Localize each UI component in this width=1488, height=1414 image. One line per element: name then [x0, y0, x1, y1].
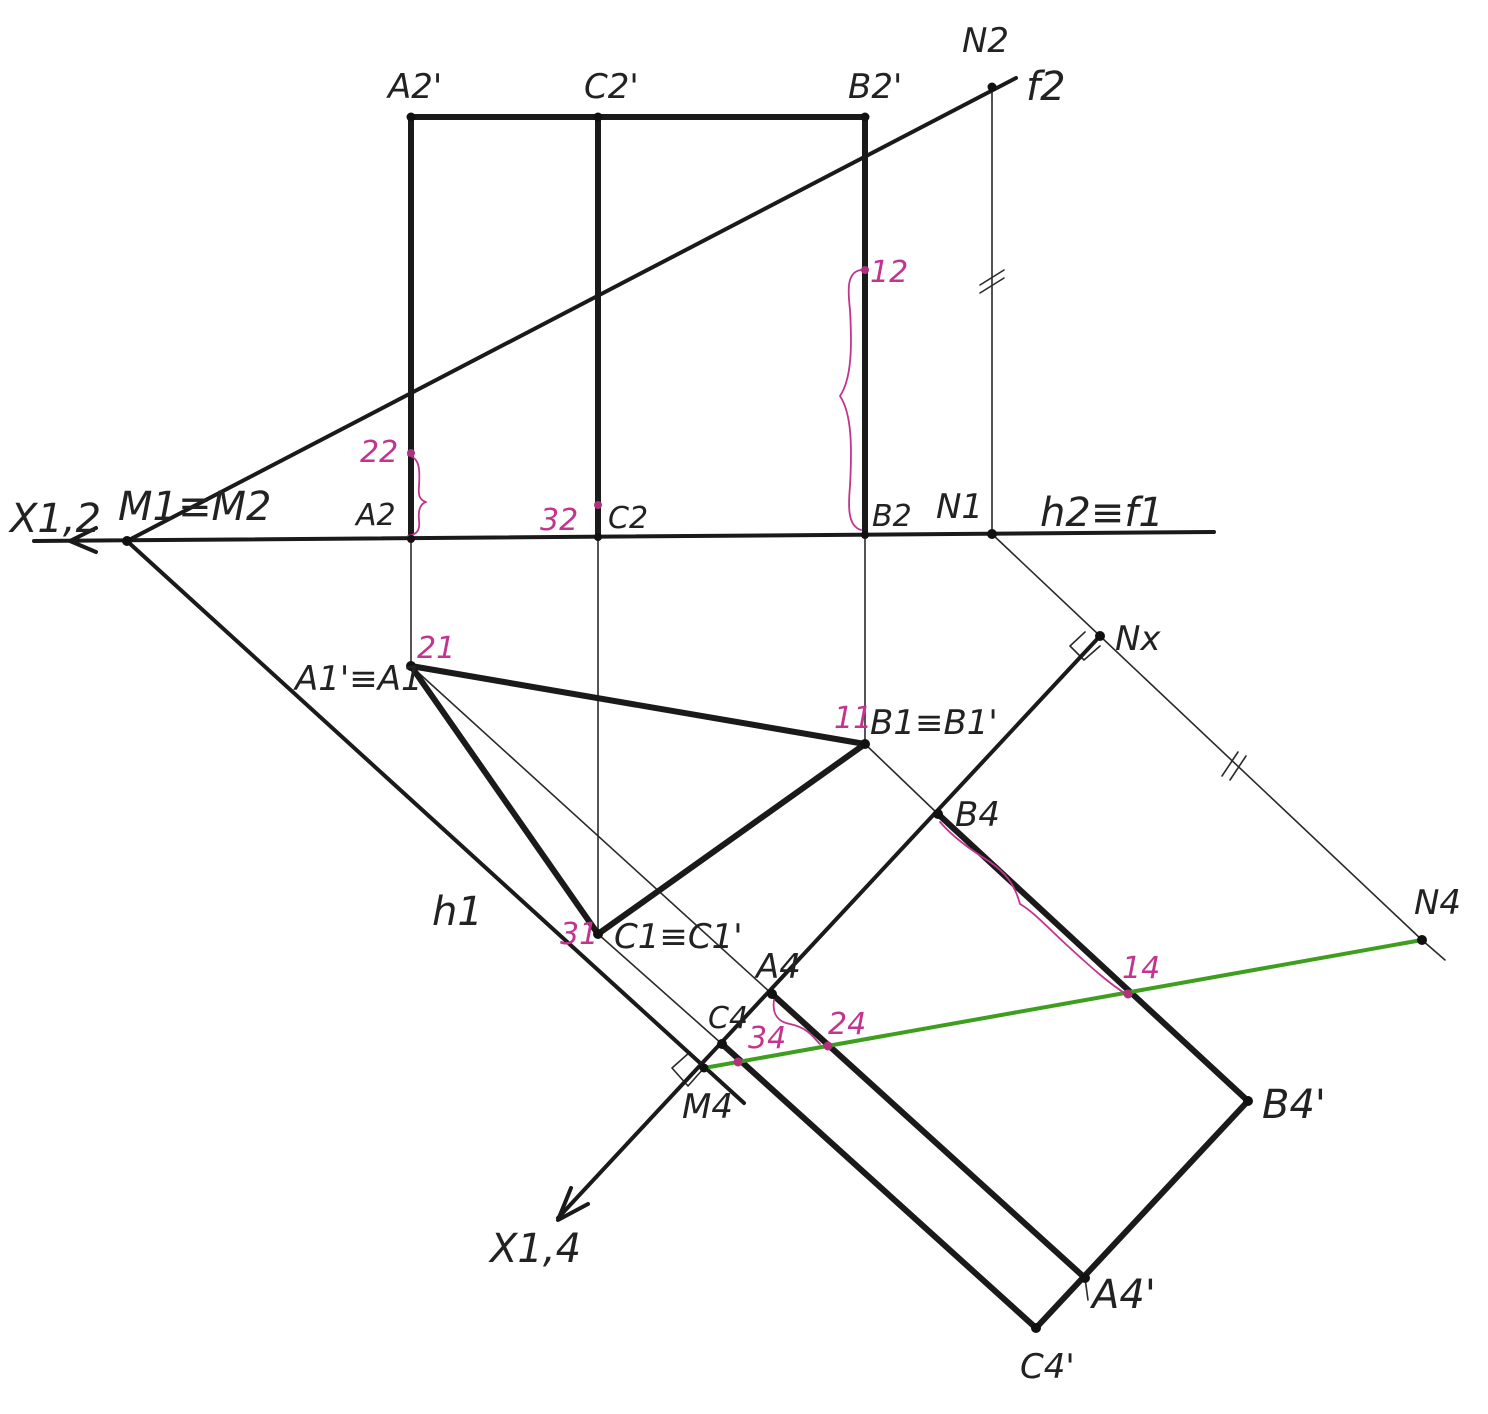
label-n4: N4 [1414, 883, 1461, 923]
points [122, 82, 1427, 1333]
label-21: 21 [417, 631, 455, 666]
point-32 [594, 501, 602, 509]
point-b2 [861, 531, 869, 539]
a1-b1-edge [408, 663, 868, 747]
point-a4 [767, 989, 777, 999]
main-lines [32, 76, 1424, 1331]
b4-b4p-edge [935, 811, 1251, 1104]
construction-lines [410, 86, 1446, 1301]
point-24 [823, 1041, 833, 1051]
label-a1: A1'≡A1 [293, 659, 423, 699]
h1-line [125, 539, 746, 1105]
c4-c4p-edge [719, 1041, 1039, 1331]
label-x14: X1,4 [488, 1226, 581, 1272]
x14-axis [556, 634, 1102, 1220]
label-m4: M4 [682, 1087, 733, 1127]
label-c1: C1≡C1' [614, 917, 743, 957]
point-34 [733, 1057, 743, 1067]
f2-line [125, 76, 1018, 543]
label-b2p: B2' [848, 67, 902, 107]
equal-tick-slanted [1221, 751, 1239, 777]
point-m1m2 [122, 536, 132, 546]
label-a4: A4 [754, 947, 801, 987]
label-n1: N1 [936, 487, 983, 527]
b1-b4-link [864, 743, 939, 815]
point-a4p [1080, 1273, 1090, 1283]
label-m1m2: M1≡M2 [118, 484, 271, 530]
equal-tick-vertical [979, 269, 1005, 286]
a1-a4-link [410, 665, 773, 995]
x12-arrow-icon [68, 526, 98, 554]
label-x12: X1,2 [8, 496, 101, 542]
b4p-c4p-edge [1033, 1098, 1251, 1331]
nx-n4-link [1099, 635, 1423, 941]
label-34: 34 [748, 1021, 786, 1056]
point-b4p [1243, 1096, 1253, 1106]
x14-arrow-icon [556, 1186, 590, 1222]
label-b1: B1≡B1' [870, 703, 998, 743]
point-14 [1123, 989, 1133, 999]
n4-extension [1421, 939, 1446, 961]
equal-tick-vertical-2 [979, 277, 1005, 294]
point-a2p [406, 112, 416, 122]
point-22 [407, 449, 415, 457]
point-c2 [594, 533, 602, 541]
label-b2: B2 [872, 499, 912, 534]
point-n2 [987, 82, 997, 92]
point-c4 [717, 1039, 727, 1049]
brace-a4-24 [772, 999, 821, 1045]
m4-n4-green-line [702, 938, 1424, 1070]
c1-c4-link [597, 933, 723, 1045]
label-h2f1: h2≡f1 [1040, 490, 1164, 536]
point-b2p [860, 112, 870, 122]
point-n1 [987, 529, 997, 539]
label-32: 32 [540, 503, 578, 538]
point-c2p [593, 112, 603, 122]
a1-c1-edge [408, 663, 601, 937]
label-a2p: A2' [386, 67, 442, 107]
labels: A2' C2' B2' N2 f2 X1,2 M1≡M2 A2 C2 B2 N1… [8, 21, 1461, 1387]
brace-a2-22 [407, 454, 427, 537]
label-b4: B4 [955, 795, 1000, 835]
n1-nx-link [991, 533, 1101, 637]
label-14: 14 [1122, 951, 1160, 986]
pink-labels: 12 22 32 21 11 31 14 24 34 [360, 255, 1160, 1056]
label-n2: N2 [962, 21, 1009, 61]
a4-a4p-edge [769, 991, 1088, 1281]
label-11: 11 [834, 701, 872, 736]
right-angle-mark-nx [1069, 631, 1101, 661]
label-24: 24 [828, 1007, 866, 1042]
label-12: 12 [870, 255, 908, 290]
label-22: 22 [360, 435, 398, 470]
label-a2: A2 [354, 498, 396, 533]
point-b4 [933, 809, 943, 819]
x12-axis [32, 530, 1216, 543]
point-b1 [860, 739, 870, 749]
point-nx [1095, 631, 1105, 641]
label-f2: f2 [1026, 64, 1066, 110]
point-a2 [407, 535, 415, 543]
point-12 [861, 266, 869, 274]
pink-braces [407, 269, 1127, 1045]
label-c2: C2 [608, 501, 648, 536]
label-c2p: C2' [584, 67, 639, 107]
label-b4p: B4' [1262, 1082, 1326, 1128]
label-nx: Nx [1115, 619, 1161, 659]
brace-b2-12 [839, 269, 862, 531]
label-c4p: C4' [1020, 1347, 1075, 1387]
brace-b4-14 [939, 821, 1127, 995]
b1-c1-edge [595, 741, 868, 937]
point-c1 [593, 929, 603, 939]
equal-tick-slanted-2 [1229, 755, 1247, 781]
point-c4p [1031, 1323, 1041, 1333]
label-31: 31 [560, 917, 598, 952]
right-angle-mark-m4 [671, 1051, 705, 1087]
label-a4p: A4' [1089, 1272, 1156, 1318]
point-n4 [1417, 935, 1427, 945]
point-m4 [699, 1063, 709, 1073]
point-a1 [406, 661, 416, 671]
label-h1: h1 [432, 889, 483, 935]
label-c4: C4 [708, 1001, 748, 1036]
